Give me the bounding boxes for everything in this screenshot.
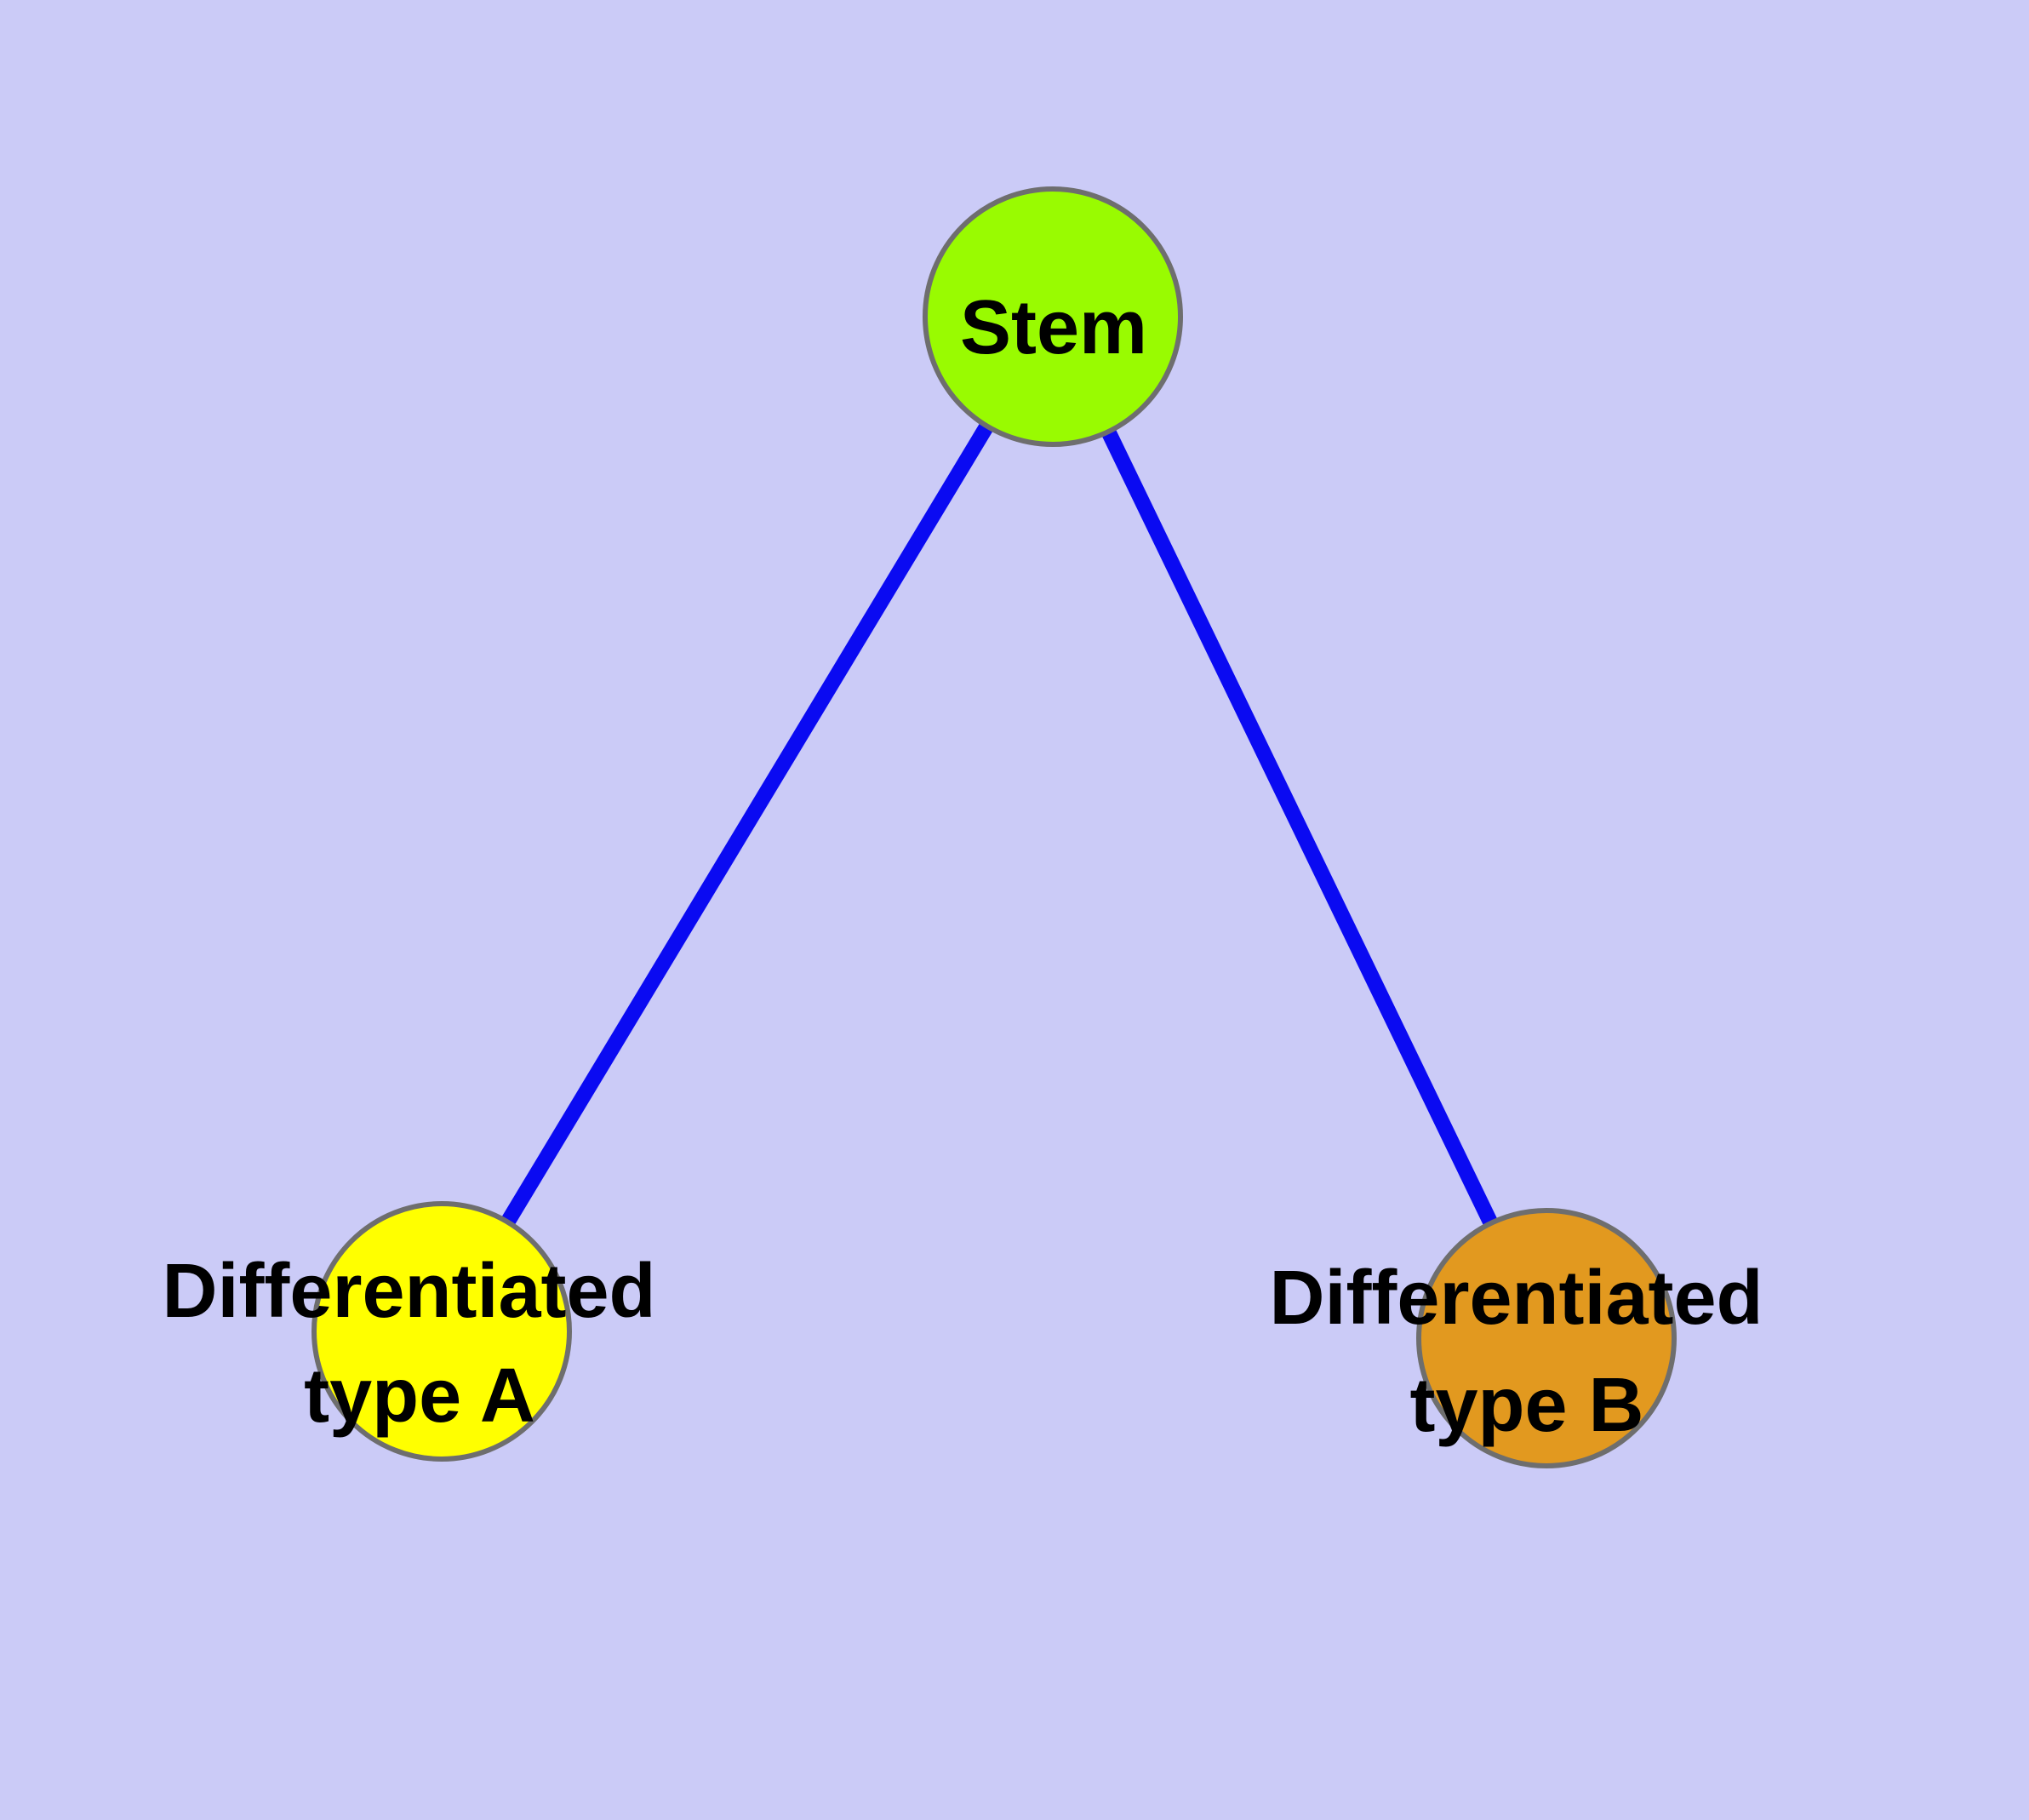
node-stem-label: Stem	[960, 285, 1147, 370]
edge-stem-to-type-b	[1045, 313, 1554, 1342]
node-type-b-label-line1: Differentiated	[1269, 1256, 1763, 1341]
node-stem	[923, 186, 1183, 447]
node-type-b	[1416, 1208, 1677, 1468]
node-type-a-label: Differentiated type A	[162, 1249, 677, 1439]
node-type-b-label: Differentiated type B	[1269, 1256, 1784, 1448]
node-type-a-label-line2: type A	[304, 1354, 535, 1439]
edge-stem-to-type-a	[435, 312, 1060, 1336]
node-type-a-label-line1: Differentiated	[162, 1249, 655, 1334]
node-type-a	[311, 1201, 572, 1462]
node-type-b-label-line2: type B	[1409, 1363, 1643, 1448]
